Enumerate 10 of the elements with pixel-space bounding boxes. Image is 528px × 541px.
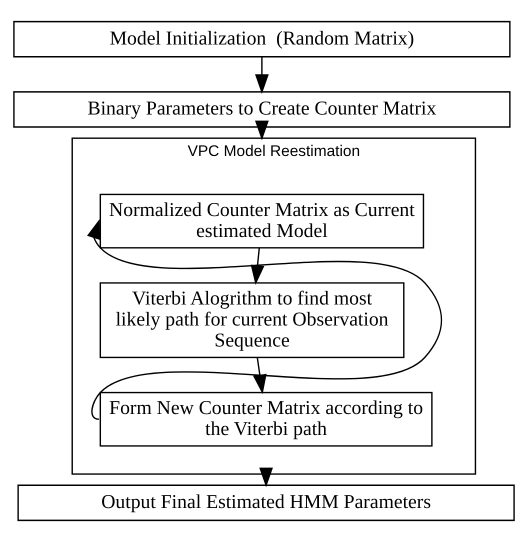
node-box: Output Final Estimated HMM Parameters bbox=[17, 484, 515, 521]
arrow bbox=[253, 356, 267, 394]
node-box: Normalized Counter Matrix as Current estimated Model bbox=[100, 193, 424, 248]
arrow bbox=[259, 467, 273, 487]
arrow bbox=[255, 56, 269, 94]
arrow bbox=[255, 120, 269, 140]
node-box: Form New Counter Matrix according to the Viterbi path bbox=[100, 391, 433, 446]
node-box: Viterbi Alogrithm to find most likely path for current Observation Sequence bbox=[100, 282, 404, 358]
arrow bbox=[250, 248, 264, 284]
node-box: Model Initialization (Random Matrix) bbox=[13, 20, 511, 57]
